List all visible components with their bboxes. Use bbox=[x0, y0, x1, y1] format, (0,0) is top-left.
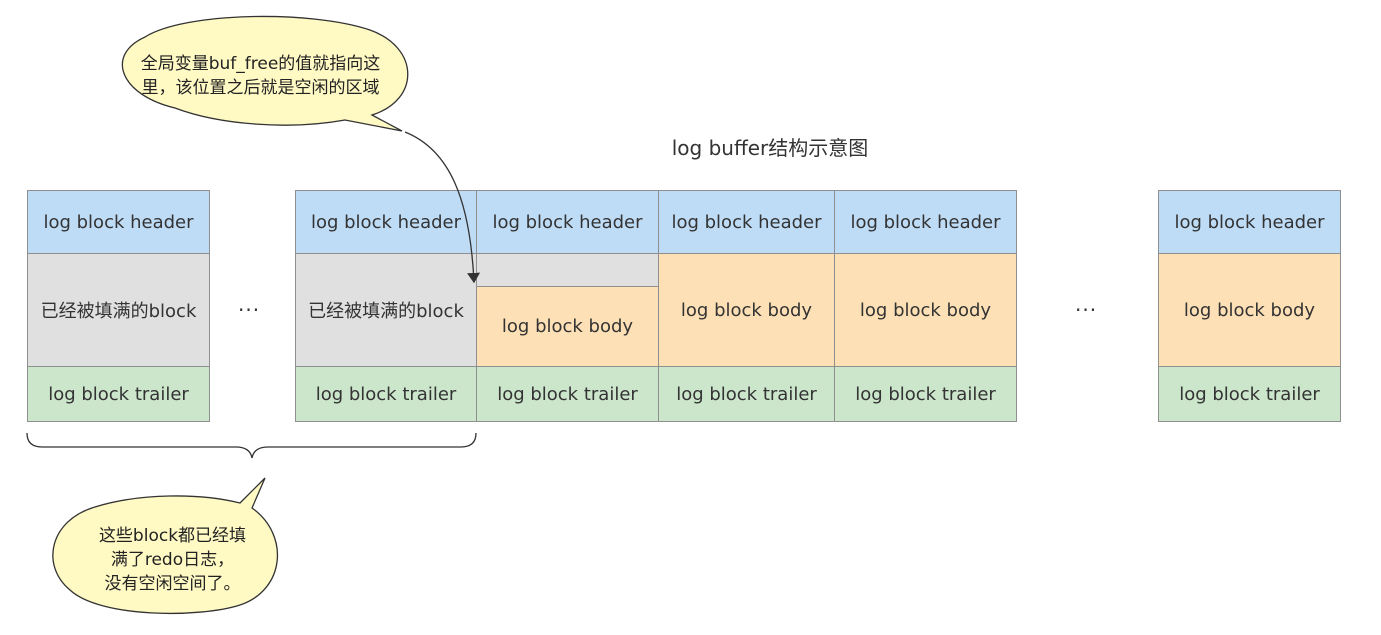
block4-trailer: log block trailer bbox=[658, 366, 835, 422]
block3-body: log block body bbox=[476, 286, 659, 367]
block1-filled: 已经被填满的block bbox=[27, 253, 210, 367]
diagram-title: log buffer结构示意图 bbox=[671, 136, 869, 160]
top-callout-text: 全局变量buf_free的值就指向这 里，该位置之后就是空闲的区域 bbox=[118, 52, 403, 100]
block1-header: log block header bbox=[27, 190, 210, 254]
block3-trailer: log block trailer bbox=[476, 366, 659, 422]
block5-header: log block header bbox=[834, 190, 1017, 254]
bottom-callout-line3: 没有空闲空间了。 bbox=[104, 574, 241, 594]
block4-header: log block header bbox=[658, 190, 835, 254]
block4-body: log block body bbox=[658, 253, 835, 367]
block2-trailer: log block trailer bbox=[295, 366, 477, 422]
ellipsis-left: ··· bbox=[238, 298, 261, 322]
top-callout-line2: 里，该位置之后就是空闲的区域 bbox=[141, 78, 380, 98]
block6-trailer: log block trailer bbox=[1158, 366, 1341, 422]
bottom-callout-text: 这些block都已经填 满了redo日志， 没有空闲空间了。 bbox=[70, 524, 275, 596]
block5-trailer: log block trailer bbox=[834, 366, 1017, 422]
block5-body: log block body bbox=[834, 253, 1017, 367]
ellipsis-right: ··· bbox=[1075, 298, 1098, 322]
block3-header: log block header bbox=[476, 190, 659, 254]
block2-filled: 已经被填满的block bbox=[295, 253, 477, 367]
bottom-callout-bubble bbox=[52, 477, 279, 615]
block2-header: log block header bbox=[295, 190, 477, 254]
bottom-callout-line1: 这些block都已经填 bbox=[98, 526, 247, 546]
block6-body: log block body bbox=[1158, 253, 1341, 367]
bottom-callout-line2: 满了redo日志， bbox=[110, 550, 235, 570]
top-callout-line1: 全局变量buf_free的值就指向这 bbox=[140, 54, 381, 74]
filled-blocks-brace bbox=[26, 432, 477, 459]
top-callout-bubble bbox=[121, 15, 409, 132]
buf-free-arrow bbox=[404, 131, 481, 284]
block1-trailer: log block trailer bbox=[27, 366, 210, 422]
